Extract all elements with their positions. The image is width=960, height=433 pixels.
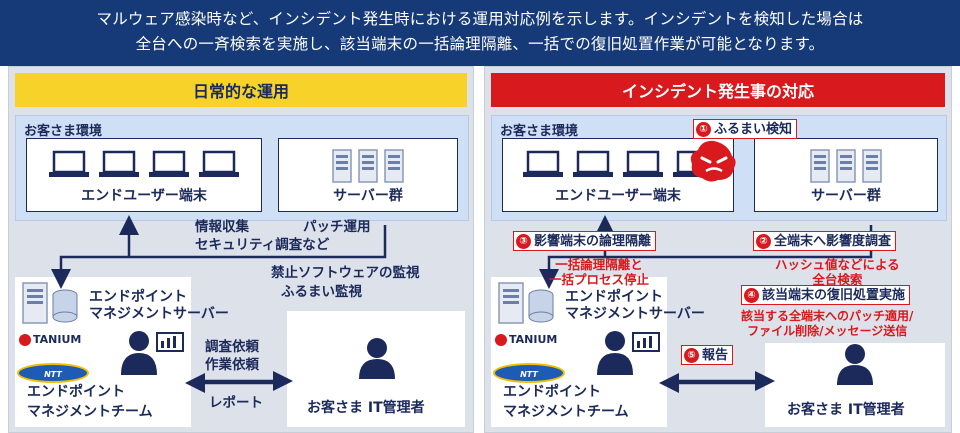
server-icon <box>384 149 404 183</box>
request-text-2: 作業依頼 <box>205 357 259 373</box>
ntt-logo: NTT Communications <box>17 363 94 399</box>
laptop-icon <box>623 150 663 177</box>
laptop-icons <box>27 149 261 179</box>
team-label-1: エンドポイント <box>27 384 125 400</box>
laptop-icon <box>573 150 613 177</box>
management-server-icon-incident <box>498 282 554 324</box>
step-5-number: ⑤ <box>684 347 699 363</box>
ntt-logo-incident: NTT Communications <box>493 363 570 399</box>
end-user-terminals-box: エンドユーザー端末 <box>26 138 262 212</box>
normal-operation-header: 日常的な運用 <box>15 73 467 107</box>
isolation-detail-1: 一括論理隔離と <box>555 257 643 272</box>
server-icons <box>279 149 457 183</box>
tanium-logo-text: TANIUM <box>509 333 558 346</box>
monitor-text-1: 禁止ソフトウェアの監視 <box>271 265 420 281</box>
hash-search-detail-2: 全台検索 <box>812 272 863 287</box>
server-group-box-incident: サーバー群 <box>754 138 938 212</box>
server-icon <box>836 149 856 183</box>
step-3-number: ③ <box>516 233 531 249</box>
team-label-1-incident: エンドポイント <box>503 384 601 400</box>
end-user-terminals-label-incident: エンドユーザー端末 <box>555 188 681 204</box>
patch-detail: 該当する全端末へのパッチ適用/ ファイル削除/メッセージ送信 <box>741 309 913 339</box>
step-4-label: 該当端末の復旧処置実施 <box>762 287 906 303</box>
normal-operation-panel: 日常的な運用 お客さま環境 エンドユーザー端末 サーバー群 <box>8 66 474 433</box>
step-1-label: ふるまい検知 <box>714 121 793 137</box>
management-server-icon <box>22 282 78 324</box>
tanium-logo-incident: TANIUM <box>495 333 557 346</box>
tanium-logo: TANIUM <box>19 333 81 346</box>
team-label-2-incident: マネジメントチーム <box>503 404 629 420</box>
banner-line-2: 全台への一斉検索を実施し、該当端末の一括論理隔離、一括での復旧処置作業が可能とな… <box>135 35 825 53</box>
ems-label-2: マネジメントサーバー <box>89 306 229 322</box>
end-user-terminals-label: エンドユーザー端末 <box>81 188 207 204</box>
step-1-number: ① <box>696 121 711 137</box>
request-text-1: 調査依頼 <box>205 339 259 355</box>
server-group-label-incident: サーバー群 <box>811 188 881 204</box>
laptop-icon <box>523 150 563 177</box>
laptop-icon <box>99 150 139 177</box>
laptop-icon <box>199 150 239 177</box>
incident-response-panel: インシデント発生事の対応 お客さま環境 エンドユーザー端末 サーバー群 <box>484 66 952 433</box>
patch-text: パッチ運用 <box>303 219 371 235</box>
patch-detail-1: 該当する全端末へのパッチ適用/ <box>741 309 914 323</box>
description-banner: マルウェア感染時など、インシデント発生時における運用対応例を示します。インシデン… <box>0 0 960 66</box>
malware-icon <box>690 140 736 182</box>
server-icon <box>358 149 378 183</box>
customer-environment-label: お客さま環境 <box>24 124 103 139</box>
it-admin-person-icon-incident <box>837 344 873 385</box>
step-5-label: 報告 <box>702 347 729 363</box>
ems-label-2-incident: マネジメントサーバー <box>565 306 705 322</box>
team-person-icon-incident <box>597 331 660 375</box>
ems-label-1: エンドポイント <box>89 289 187 305</box>
tanium-mark-icon <box>495 333 507 346</box>
tanium-logo-text: TANIUM <box>33 333 82 346</box>
step-3-label: 影響端末の論理隔離 <box>534 233 652 249</box>
flow-arrows <box>51 215 387 393</box>
collect-text: 情報収集 <box>195 219 249 235</box>
it-admin-label: お客さま IT管理者 <box>307 400 425 416</box>
team-person-icon <box>121 331 184 375</box>
step-2-label: 全端末へ影響度調査 <box>774 233 892 249</box>
end-user-terminals-box-incident: エンドユーザー端末 <box>502 138 734 212</box>
report-text: レポート <box>209 395 263 411</box>
hash-search-detail: ハッシュ値などによる 全台検索 <box>775 257 900 287</box>
server-icon <box>332 149 352 183</box>
laptop-icon <box>49 150 89 177</box>
tanium-mark-icon <box>19 333 31 346</box>
hash-search-detail-1: ハッシュ値などによる <box>775 257 900 272</box>
patch-detail-2: ファイル削除/メッセージ送信 <box>747 324 908 338</box>
server-group-label: サーバー群 <box>333 188 403 204</box>
step-4-number: ④ <box>744 287 759 303</box>
team-label-2: マネジメントチーム <box>27 404 153 420</box>
ems-label-1-incident: エンドポイント <box>565 289 663 305</box>
server-icons-incident <box>755 149 937 183</box>
customer-environment: お客さま環境 エンドユーザー端末 サーバー群 <box>15 115 469 221</box>
laptop-icon <box>149 150 189 177</box>
isolation-detail-2: 一括プロセス停止 <box>549 272 650 287</box>
step-2-number: ② <box>756 233 771 249</box>
customer-environment-label-incident: お客さま環境 <box>500 124 579 139</box>
server-group-box: サーバー群 <box>278 138 458 212</box>
it-admin-label-incident: お客さま IT管理者 <box>787 402 905 418</box>
it-admin-person-icon <box>359 338 395 379</box>
monitor-text-2: ふるまい監視 <box>281 284 362 300</box>
security-text: セキュリティ調査など <box>195 237 330 253</box>
banner-line-1: マルウェア感染時など、インシデント発生時における運用対応例を示します。インシデン… <box>96 10 864 28</box>
isolation-detail: 一括論理隔離と 一括プロセス停止 <box>549 257 649 287</box>
server-icon <box>810 149 830 183</box>
server-icon <box>862 149 882 183</box>
incident-response-header: インシデント発生事の対応 <box>491 73 945 107</box>
